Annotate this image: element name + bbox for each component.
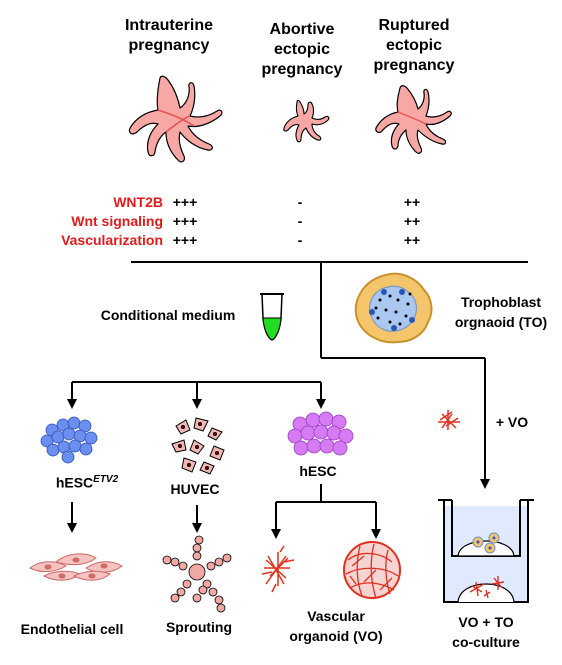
score-row3-col1: +++ — [172, 232, 198, 248]
label-intrauterine-line1: Intrauterine — [124, 17, 213, 34]
hesc-etv2-cluster-icon — [40, 416, 98, 464]
label-hesc: hESC — [299, 463, 337, 479]
label-intrauterine-line2: pregnancy — [128, 37, 210, 54]
label-coculture-line1: VO + TO — [458, 614, 514, 630]
label-huvec: HUVEC — [170, 481, 220, 497]
label-sprouting: Sprouting — [165, 619, 233, 635]
hesc-cluster-icon — [287, 411, 354, 456]
label-ruptured-line2: ectopic — [385, 37, 442, 54]
score-row3-col2: - — [297, 232, 303, 248]
villi-abortive-icon — [283, 99, 330, 143]
score-row2-col2: - — [297, 213, 303, 229]
huvec-cells-icon — [171, 417, 225, 475]
label-conditional-medium: Conditional medium — [100, 307, 236, 323]
label-vascular-line1: Vascular — [307, 608, 365, 624]
score-row2-col1: +++ — [172, 213, 198, 229]
vascular-organoid-small-icon — [261, 545, 295, 593]
vascular-organoid-large-icon — [343, 541, 401, 599]
label-hesc-etv2: hESCETV2 — [42, 470, 132, 493]
label-abortive-line2: ectopic — [273, 41, 330, 58]
coculture-transwell-icon — [438, 499, 534, 603]
label-vascular-line2: organoid (VO) — [289, 628, 383, 644]
label-trophoblast-line1: Trophoblast — [460, 294, 542, 310]
score-row2-col3: ++ — [403, 213, 421, 229]
label-plus-vo: + VO — [495, 414, 529, 430]
small-vo-icon — [438, 410, 460, 430]
label-abortive-line1: Abortive — [269, 21, 335, 38]
label-trophoblast-organoid: Trophoblast orgnaoid (TO) — [440, 292, 562, 332]
endothelial-cells-icon — [29, 553, 123, 581]
trophoblast-organoid-icon — [354, 272, 433, 344]
sprouting-icon — [162, 535, 232, 613]
label-abortive-line3: pregnancy — [261, 61, 343, 78]
label-abortive: Abortive ectopic pregnancy — [246, 20, 358, 80]
score-row3-col3: ++ — [403, 232, 421, 248]
score-row1-col3: ++ — [403, 194, 421, 210]
label-ruptured-line1: Ruptured — [378, 17, 450, 34]
label-ruptured: Ruptured ectopic pregnancy — [358, 16, 470, 76]
factor-vascularization: Vascularization — [61, 232, 163, 248]
label-hesc-etv2-base: hESC — [55, 474, 94, 491]
factor-wnt2b: WNT2B — [113, 194, 163, 210]
label-ruptured-line3: pregnancy — [373, 57, 455, 74]
score-row1-col2: - — [297, 194, 303, 210]
label-coculture: VO + TO co-culture — [430, 612, 542, 652]
label-endothelial-cell: Endothelial cell — [20, 621, 124, 637]
villi-intrauterine-icon — [128, 75, 223, 163]
label-vascular-organoid: Vascular organoid (VO) — [270, 606, 402, 646]
factor-wnt-signaling: Wnt signaling — [71, 213, 163, 229]
label-trophoblast-line2: orgnaoid (TO) — [454, 314, 548, 330]
label-intrauterine: Intrauterine pregnancy — [110, 16, 228, 56]
villi-ruptured-icon — [375, 85, 452, 154]
label-hesc-etv2-superscript: ETV2 — [93, 474, 119, 485]
label-coculture-line2: co-culture — [452, 634, 520, 650]
score-row1-col1: +++ — [172, 194, 198, 210]
medium-tube-icon — [260, 293, 284, 341]
